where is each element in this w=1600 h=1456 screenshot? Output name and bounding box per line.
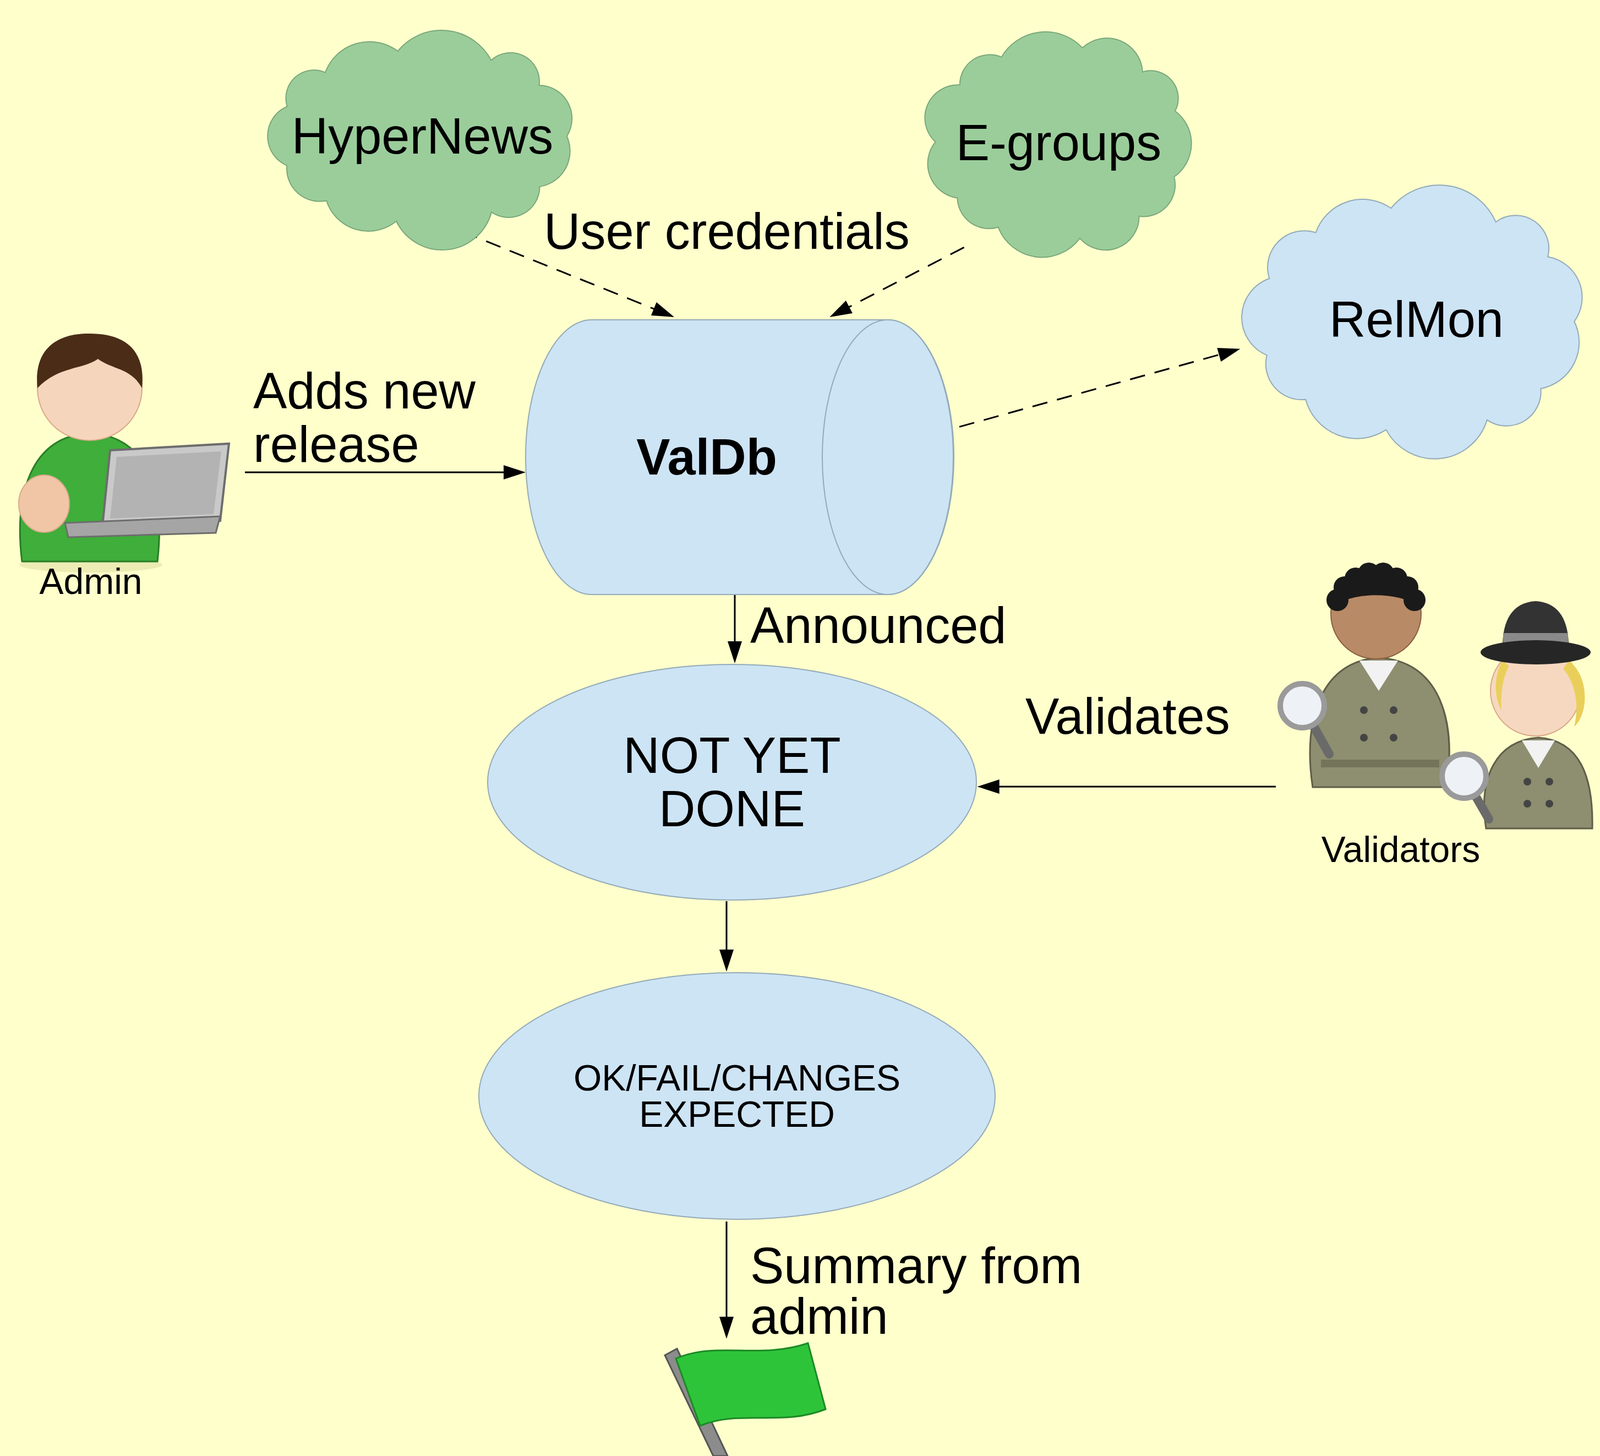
- laptop-screen: [102, 443, 229, 527]
- arrow-head: [829, 300, 853, 318]
- connector-arrow: [959, 347, 1241, 427]
- hair: [1563, 660, 1585, 727]
- node-label: NOT YET DONE: [602, 728, 862, 835]
- cloud-shape: [267, 30, 572, 250]
- arrow-head: [1216, 347, 1241, 362]
- hat-brim: [1480, 640, 1591, 665]
- arrow-head: [977, 779, 1000, 794]
- arrow-head: [719, 949, 734, 972]
- figure-node: Admin: [11, 330, 243, 606]
- laptop-base: [64, 516, 221, 538]
- node-label: Admin: [11, 562, 171, 601]
- node-label: Validators: [1276, 830, 1525, 869]
- flag-cloth: [675, 1342, 826, 1426]
- connector-line: [959, 353, 1222, 427]
- cylinder-end: [822, 319, 954, 595]
- edge-label: Validates: [1025, 689, 1231, 744]
- button: [1389, 733, 1398, 742]
- node-label: E-groups: [956, 116, 1162, 170]
- admin-hand: [18, 474, 70, 533]
- arrow-head: [727, 641, 742, 664]
- button: [1545, 777, 1554, 786]
- cloud-node: RelMon: [1232, 171, 1600, 468]
- connector-arrow: [719, 900, 734, 972]
- connector-line: [725, 900, 728, 952]
- figure-node: Validators: [1276, 550, 1597, 870]
- button: [1360, 706, 1368, 714]
- belt: [1320, 759, 1440, 768]
- arrow-head: [503, 465, 526, 480]
- ellipse-node: NOT YET DONE: [486, 663, 978, 901]
- magnifier-lens: [1442, 754, 1487, 799]
- state-ellipse: [478, 972, 996, 1220]
- free-label: Summary from admin: [750, 1240, 1103, 1342]
- cloud-node: HyperNews: [254, 22, 591, 250]
- cloud-shape: [1241, 184, 1582, 459]
- connector-arrow: [727, 594, 742, 664]
- state-ellipse: [487, 664, 977, 900]
- node-label: ValDb: [636, 430, 778, 484]
- arrow-head: [651, 302, 675, 318]
- edge-label: Adds new release: [253, 364, 490, 471]
- arrow-head: [719, 1316, 734, 1339]
- coat: [1309, 657, 1450, 788]
- edge-label: Announced: [750, 598, 1007, 653]
- button: [1389, 706, 1398, 714]
- node-label: RelMon: [1329, 292, 1504, 347]
- ellipse-node: OK/FAIL/CHANGES EXPECTED: [477, 971, 997, 1221]
- coat: [1484, 737, 1593, 829]
- collar: [1521, 740, 1555, 768]
- summary-arrow: [725, 1221, 728, 1319]
- laptop-panel: [110, 451, 222, 519]
- cylinder-body: [525, 319, 954, 595]
- admin-figure: [18, 333, 229, 573]
- cylinder-node: ValDb: [525, 319, 954, 595]
- magnifier-lens: [1280, 683, 1325, 728]
- admin-hair: [36, 333, 143, 389]
- button: [1523, 799, 1532, 808]
- connector-line: [734, 594, 736, 644]
- node-label: OK/FAIL/CHANGES EXPECTED: [555, 1059, 919, 1133]
- hair-curls: [1326, 562, 1426, 611]
- free-label: User credentials: [543, 204, 910, 259]
- button: [1360, 733, 1368, 742]
- validators-figure: [1280, 562, 1593, 829]
- connector-arrow: [977, 779, 1276, 794]
- connector-line: [244, 471, 506, 474]
- node-label: HyperNews: [291, 109, 554, 163]
- button: [1523, 777, 1532, 786]
- connector-line: [997, 785, 1276, 788]
- collar: [1359, 660, 1399, 691]
- head: [1330, 568, 1422, 659]
- cloud-shape: [924, 31, 1192, 258]
- hair: [1495, 660, 1510, 711]
- cloud-node: E-groups: [915, 15, 1203, 271]
- button: [1545, 799, 1554, 808]
